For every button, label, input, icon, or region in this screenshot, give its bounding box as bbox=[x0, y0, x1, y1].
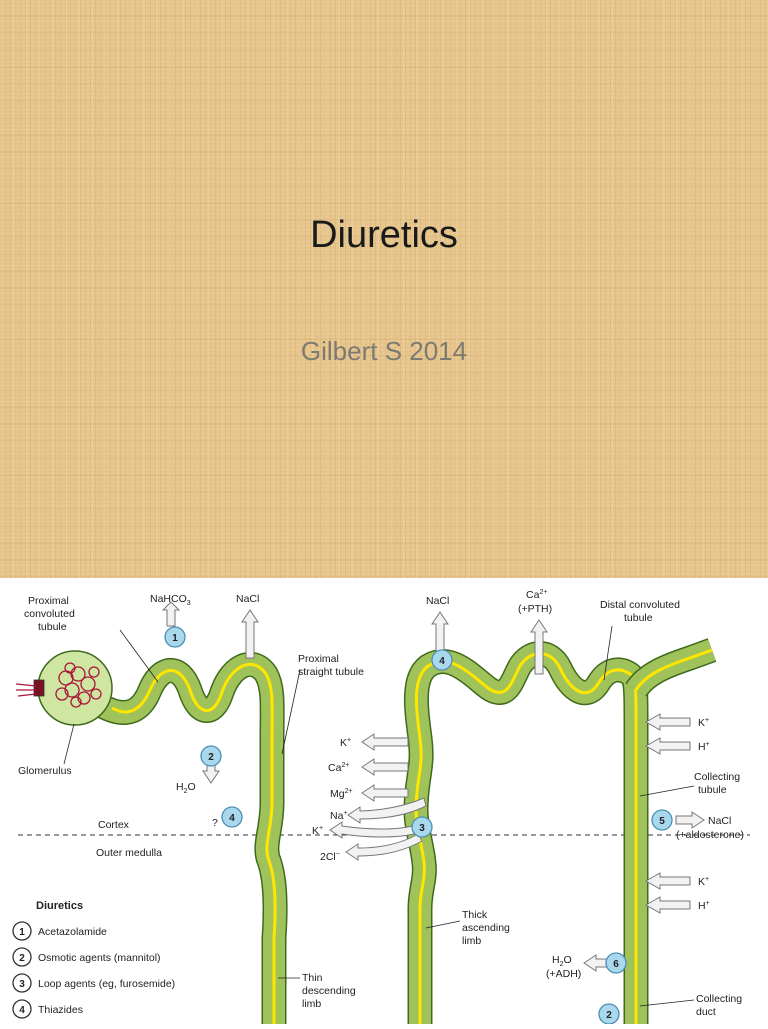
thin-descending-label-3: limb bbox=[302, 998, 321, 1010]
legend: Diuretics 1 Acetazolamide 2 Osmotic agen… bbox=[12, 900, 175, 1019]
legend-item-4: 4 Thiazides bbox=[12, 999, 83, 1019]
ca-arrow-top bbox=[530, 619, 548, 675]
cl-arrow-left bbox=[345, 833, 423, 861]
svg-text:3: 3 bbox=[19, 979, 25, 990]
collecting-tubule-label-1: Collecting bbox=[694, 771, 740, 783]
svg-text:Loop agents (eg, furosemide): Loop agents (eg, furosemide) bbox=[38, 978, 175, 990]
ca-label-left: Ca2+ bbox=[328, 762, 349, 774]
site-marker-1: 1 bbox=[164, 626, 186, 648]
distal-convoluted-label-2: tubule bbox=[624, 612, 653, 624]
ca-pth-label: Ca2+ bbox=[526, 589, 547, 601]
h-arrow-right1 bbox=[644, 737, 691, 755]
cl-label-left: 2Cl− bbox=[320, 851, 340, 863]
mg-label-left: Mg2+ bbox=[330, 788, 353, 800]
legend-title: Diuretics bbox=[36, 900, 83, 912]
distal-convoluted-label-1: Distal convoluted bbox=[600, 599, 680, 611]
svg-text:Osmotic agents (mannitol): Osmotic agents (mannitol) bbox=[38, 952, 161, 964]
site-marker-2-right: 2 bbox=[598, 1003, 620, 1025]
question-label: ? bbox=[212, 817, 218, 829]
thin-descending-label-1: Thin bbox=[302, 972, 323, 984]
k-label-left: K+ bbox=[340, 737, 351, 749]
h2o-label-left: H2O bbox=[176, 781, 196, 795]
svg-text:2: 2 bbox=[208, 752, 214, 763]
slide-title: Diuretics bbox=[310, 214, 458, 256]
site-marker-2-left: 2 bbox=[200, 745, 222, 767]
thin-descending-label-2: descending bbox=[302, 985, 356, 997]
glomerulus bbox=[15, 650, 113, 726]
ca-arrow-left bbox=[361, 758, 409, 776]
proximal-convoluted-label-2: convoluted bbox=[24, 608, 75, 620]
adh-label: (+ADH) bbox=[546, 968, 581, 980]
site-marker-4-left: 4 bbox=[221, 806, 243, 828]
svg-text:4: 4 bbox=[19, 1005, 25, 1016]
k-arrow-left2 bbox=[329, 821, 415, 839]
proximal-straight-label-1: Proximal bbox=[298, 653, 339, 665]
mg-arrow-left bbox=[361, 784, 409, 802]
title-slide: Diuretics Gilbert S 2014 bbox=[0, 0, 768, 578]
na-label-left: Na+ bbox=[330, 810, 348, 822]
legend-item-3: 3 Loop agents (eg, furosemide) bbox=[12, 973, 175, 993]
k-label-left2: K+ bbox=[312, 825, 323, 837]
cortex-label: Cortex bbox=[98, 819, 130, 831]
thick-ascending-label-2: ascending bbox=[462, 922, 510, 934]
h-arrow-right2 bbox=[644, 896, 691, 914]
nahco3-label: NaHCO3 bbox=[150, 593, 191, 607]
svg-text:2: 2 bbox=[19, 953, 25, 964]
nacl-label-left: NaCl bbox=[236, 593, 259, 605]
proximal-tubule bbox=[96, 651, 288, 1024]
h-label-right1: H+ bbox=[698, 741, 710, 753]
svg-text:1: 1 bbox=[19, 927, 25, 938]
svg-text:6: 6 bbox=[613, 959, 619, 970]
k-arrow-right1 bbox=[644, 713, 691, 731]
collecting-tubule-label-2: tubule bbox=[698, 784, 727, 796]
svg-text:5: 5 bbox=[659, 816, 665, 827]
legend-item-2: 2 Osmotic agents (mannitol) bbox=[12, 947, 161, 967]
na-arrow-left bbox=[347, 797, 427, 824]
nephron-diagram: 1 2 4 4 3 5 6 2 Proximal convoluted tubu… bbox=[0, 578, 768, 1025]
pth-label: (+PTH) bbox=[518, 603, 552, 615]
nacl-arrow-left bbox=[241, 609, 259, 659]
aldosterone-label: (+aldosterone) bbox=[676, 829, 744, 841]
h2o-label-right: H2O bbox=[552, 954, 572, 968]
svg-text:Thiazides: Thiazides bbox=[38, 1004, 83, 1016]
site-marker-6: 6 bbox=[605, 952, 627, 974]
proximal-convoluted-label-1: Proximal bbox=[28, 595, 69, 607]
thick-ascending-label-3: limb bbox=[462, 935, 481, 947]
thick-ascending-label-1: Thick bbox=[462, 909, 488, 921]
nahco3-arrow bbox=[161, 601, 181, 627]
slide-subtitle: Gilbert S 2014 bbox=[300, 336, 468, 366]
collecting-duct-label-2: duct bbox=[696, 1006, 716, 1018]
nephron-svg: 1 2 4 4 3 5 6 2 Proximal convoluted tubu… bbox=[12, 589, 750, 1025]
nacl-arrow-top bbox=[431, 611, 449, 653]
site-marker-4-top: 4 bbox=[431, 649, 453, 671]
site-marker-5: 5 bbox=[651, 809, 673, 831]
svg-text:4: 4 bbox=[229, 813, 235, 824]
k-arrow-left bbox=[361, 733, 409, 751]
nacl-label-top: NaCl bbox=[426, 595, 449, 607]
proximal-straight-label-2: straight tubule bbox=[298, 666, 364, 678]
glomerulus-label: Glomerulus bbox=[18, 765, 72, 777]
nacl-label-right: NaCl bbox=[708, 815, 731, 827]
legend-item-1: 1 Acetazolamide bbox=[12, 921, 107, 941]
collecting-duct-label-1: Collecting bbox=[696, 993, 742, 1005]
svg-text:3: 3 bbox=[419, 823, 425, 834]
h-label-right2: H+ bbox=[698, 900, 710, 912]
nacl-arrow-right bbox=[675, 811, 705, 829]
svg-text:2: 2 bbox=[606, 1010, 612, 1021]
k-label-right1: K+ bbox=[698, 717, 709, 729]
svg-text:4: 4 bbox=[439, 656, 445, 667]
svg-text:1: 1 bbox=[172, 633, 178, 644]
proximal-convoluted-label-3: tubule bbox=[38, 621, 67, 633]
site-marker-3: 3 bbox=[411, 816, 433, 838]
k-label-right2: K+ bbox=[698, 876, 709, 888]
outer-medulla-label: Outer medulla bbox=[96, 847, 162, 859]
k-arrow-right2 bbox=[644, 872, 691, 890]
svg-text:Acetazolamide: Acetazolamide bbox=[38, 926, 107, 938]
